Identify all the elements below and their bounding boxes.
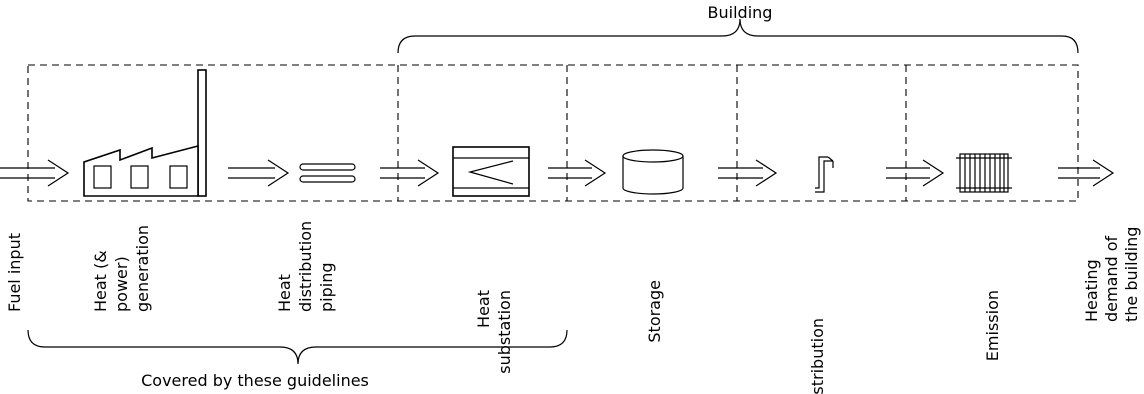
svg-text:Distribution: Distribution — [808, 318, 827, 394]
storage-tank-icon — [622, 149, 684, 195]
svg-text:generation: generation — [133, 225, 152, 312]
svg-text:Fuel input: Fuel input — [5, 233, 24, 312]
building-bracket: Building — [397, 3, 1079, 54]
radiator-icon — [956, 153, 1012, 193]
svg-text:demand of: demand of — [1102, 235, 1121, 322]
pipes-icon — [299, 163, 356, 183]
building-label: Building — [708, 3, 773, 22]
factory-icon — [83, 69, 207, 197]
heating-demand-label: Heating demand of the building — [1082, 227, 1141, 322]
svg-text:Heat: Heat — [275, 274, 294, 312]
heat-distribution-piping-label: Heat distribution piping — [275, 221, 336, 312]
svg-text:piping: piping — [317, 263, 336, 313]
svg-text:the building: the building — [1122, 227, 1141, 322]
arrow-icon — [1058, 159, 1115, 187]
arrow-icon — [886, 159, 945, 187]
arrow-icon — [0, 159, 70, 187]
covered-bracket: Covered by these guidelines — [27, 329, 568, 390]
arrow-icon — [718, 159, 778, 187]
svg-text:distribution: distribution — [296, 221, 315, 312]
svg-text:Heat (&: Heat (& — [91, 250, 110, 312]
emission-label: Emission — [983, 290, 1002, 361]
fuel-input-label: Fuel input — [5, 233, 24, 312]
svg-text:power): power) — [112, 256, 131, 312]
svg-text:Heat: Heat — [474, 290, 493, 328]
heat-exchanger-icon — [452, 146, 530, 197]
svg-text:Storage: Storage — [645, 280, 664, 343]
svg-text:Emission: Emission — [983, 290, 1002, 361]
heat-generation-label: Heat (& power) generation — [91, 225, 152, 312]
svg-text:Heating: Heating — [1082, 259, 1101, 322]
arrow-icon — [548, 159, 607, 187]
arrow-icon — [228, 159, 290, 187]
arrow-icon — [380, 159, 440, 187]
svg-text:substation: substation — [495, 290, 514, 374]
distribution-label: Distribution — [808, 318, 827, 394]
covered-label: Covered by these guidelines — [141, 371, 369, 390]
heat-substation-label: Heat substation — [474, 290, 514, 374]
storage-label: Storage — [645, 280, 664, 343]
distribution-pipe-icon — [815, 156, 834, 193]
